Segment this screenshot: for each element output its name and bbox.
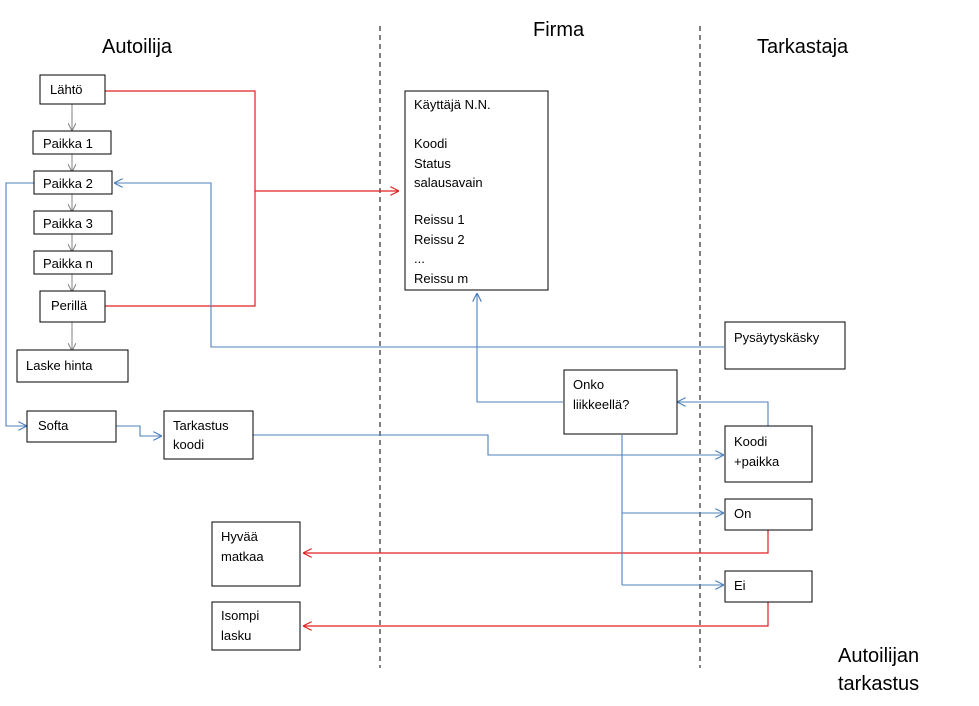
box-on-label: On [734, 506, 751, 521]
box-koodi-paikka: Koodi +paikka [724, 425, 813, 483]
user-record-line-5: salausavain [414, 175, 483, 190]
red-line-on-to-hyvaa [304, 530, 769, 553]
box-tarkastus-koodi: Tarkastus koodi [163, 410, 254, 460]
blue-line-koodi-to-onko [678, 402, 769, 426]
user-record-line-8: Reissu 2 [414, 232, 465, 247]
box-paikka-n: Paikka n [33, 250, 113, 275]
blue-line-paikka2-to-softa [5, 182, 34, 426]
box-paikka-1: Paikka 1 [32, 130, 112, 155]
box-paikka-2-label: Paikka 2 [43, 176, 93, 191]
box-perilla: Perillä [39, 290, 106, 323]
box-pysaytyskasky-label: Pysäytyskäsky [734, 330, 820, 345]
box-ei-label: Ei [734, 578, 746, 593]
box-paikka-1-label: Paikka 1 [43, 136, 93, 151]
box-laske-hinta-label: Laske hinta [26, 358, 93, 373]
box-tarkastus-koodi-line-2: koodi [173, 437, 204, 452]
box-onko-line-2: liikkeellä? [573, 397, 629, 412]
box-paikka-2: Paikka 2 [33, 170, 113, 195]
blue-line-tarkastus-to-koodi [253, 434, 723, 455]
caption-line-1: Autoilijan [838, 645, 919, 667]
box-lahto: Lähtö [39, 74, 106, 105]
blue-line-onko-to-record [477, 294, 563, 403]
box-paikka-3-label: Paikka 3 [43, 216, 93, 231]
red-line-ei-to-isompi [304, 602, 769, 626]
user-record-line-9: ... [414, 251, 425, 266]
box-laske-hinta: Laske hinta [16, 349, 129, 383]
blue-line-softa-to-tarkastus [116, 425, 161, 436]
box-ei: Ei [724, 570, 813, 603]
lane-title-autoilija: Autoilija [102, 36, 173, 58]
box-hyvaa-matkaa: Hyvää matkaa [211, 521, 301, 587]
box-onko-line-1: Onko [573, 377, 604, 392]
red-line-perilla-to-bus [105, 191, 256, 307]
box-softa: Softa [26, 410, 117, 443]
box-user-record: Käyttäjä N.N. Koodi Status salausavain R… [404, 90, 549, 291]
caption-line-2: tarkastus [838, 673, 919, 695]
lane-title-tarkastaja: Tarkastaja [757, 36, 849, 58]
box-lahto-label: Lähtö [50, 82, 83, 97]
blue-line-pysaytys-to-paikka2 [115, 183, 724, 348]
user-record-line-10: Reissu m [414, 271, 468, 286]
box-paikka-n-label: Paikka n [43, 256, 93, 271]
box-softa-label: Softa [38, 418, 69, 433]
user-record-line-7: Reissu 1 [414, 212, 465, 227]
box-isompi-lasku: Isompi lasku [211, 601, 301, 651]
box-onko-liikkeella: Onko liikkeellä? [563, 369, 678, 435]
box-isompi-line-2: lasku [221, 628, 251, 643]
red-line-lahto-to-record [105, 90, 398, 191]
user-record-line-1: Käyttäjä N.N. [414, 97, 491, 112]
box-paikka-3: Paikka 3 [33, 210, 113, 235]
box-koodi-paikka-line-2: +paikka [734, 454, 780, 469]
blue-flows [5, 182, 769, 585]
box-hyvaa-line-1: Hyvää [221, 529, 259, 544]
user-record-line-4: Status [414, 156, 451, 171]
box-koodi-paikka-line-1: Koodi [734, 434, 767, 449]
lane-title-firma: Firma [533, 19, 585, 41]
user-record-line-3: Koodi [414, 136, 447, 151]
box-on: On [724, 498, 813, 531]
box-pysaytyskasky: Pysäytyskäsky [724, 321, 846, 370]
box-perilla-label: Perillä [51, 298, 88, 313]
box-tarkastus-koodi-line-1: Tarkastus [173, 418, 229, 433]
box-hyvaa-line-2: matkaa [221, 549, 264, 564]
box-isompi-line-1: Isompi [221, 608, 259, 623]
red-flows [105, 90, 769, 626]
